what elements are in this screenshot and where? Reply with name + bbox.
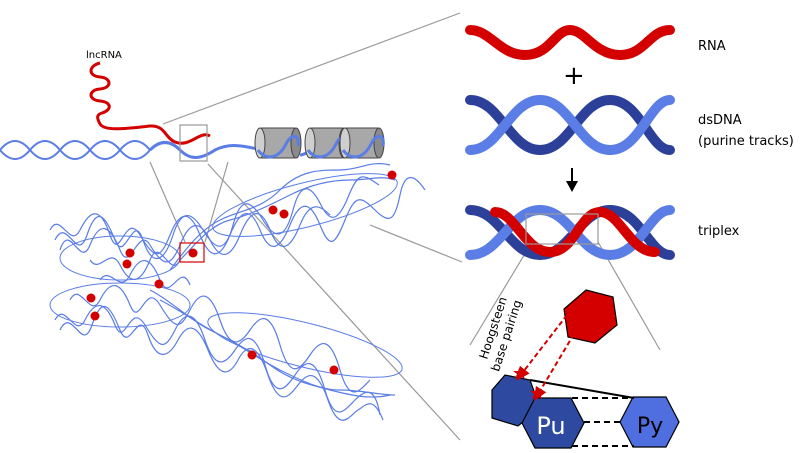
binding-dot <box>125 248 135 258</box>
nucleosome-1 <box>254 127 302 159</box>
binding-dot <box>122 259 132 269</box>
hoogsteen-arrows <box>516 314 575 402</box>
zoom-box-triplex <box>525 213 599 245</box>
rna-base-hexagon <box>563 289 618 344</box>
nucleosome-3 <box>339 127 385 159</box>
arrow-down-icon <box>566 168 578 192</box>
zoom-box-chromosome <box>179 242 205 263</box>
lncrna-binding-sites <box>86 170 397 375</box>
zoom-box-strand <box>179 124 208 162</box>
chromosome-coils <box>49 173 403 378</box>
binding-dot <box>247 350 257 360</box>
binding-dot <box>154 279 164 289</box>
dsdna-label: dsDNA <box>698 113 742 128</box>
binding-dot <box>279 209 289 219</box>
binding-dot <box>387 170 397 180</box>
dna-double-strand-left <box>0 140 151 160</box>
rna-label: RNA <box>698 39 726 54</box>
hydrogen-bonds <box>529 379 635 447</box>
zoom-guide-lines <box>149 12 661 441</box>
binding-dot <box>268 205 278 215</box>
dsdna-helix <box>465 94 675 156</box>
chromosome <box>49 163 426 421</box>
py-label: Py <box>637 414 663 439</box>
hoogsteen-detail: Pu Py Hoogsteen base pairing <box>477 289 680 449</box>
dsdna-sublabel: (purine tracks) <box>698 134 794 149</box>
pu-label: Pu <box>536 412 565 440</box>
binding-dot <box>90 311 100 321</box>
binding-dot <box>329 365 339 375</box>
lncrna-strand <box>89 61 211 145</box>
purine-hexagon <box>521 397 585 449</box>
triplex-helix <box>465 204 675 261</box>
lncrna-label: lncRNA <box>86 50 122 61</box>
rna-strand <box>465 24 675 61</box>
binding-dot <box>188 248 198 258</box>
triplex-label: triplex <box>698 224 740 239</box>
star-icons <box>513 366 544 399</box>
binding-dot <box>86 293 96 303</box>
plus-sign: + <box>563 61 585 91</box>
